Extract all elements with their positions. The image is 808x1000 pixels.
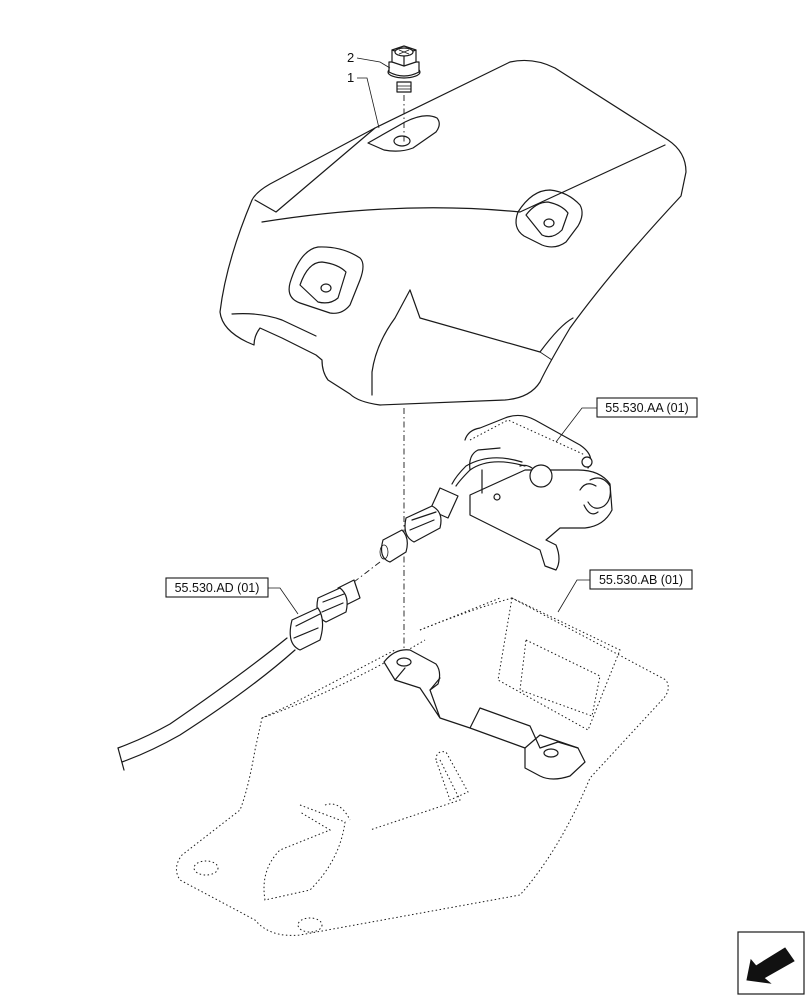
cover-part: [219, 59, 687, 406]
reference-aa[interactable]: 55.530.AA (01): [596, 397, 698, 418]
base-bracket: [176, 597, 669, 936]
reference-ab-leader: [557, 579, 590, 613]
callout-1: 1: [347, 70, 354, 85]
bolt-part: [387, 45, 421, 93]
callout-2-leader: [356, 57, 391, 69]
lamp-assembly: [379, 414, 613, 571]
reference-ad-leader: [268, 587, 299, 615]
reference-ad-label: 55.530.AD (01): [175, 581, 260, 595]
harness-cable: [117, 561, 381, 771]
callout-1-label: 1: [347, 70, 354, 85]
callout-2: 2: [347, 50, 354, 65]
reference-ab-label: 55.530.AB (01): [599, 573, 683, 587]
callout-2-label: 2: [347, 50, 354, 65]
reference-aa-leader: [555, 407, 597, 443]
reference-ad[interactable]: 55.530.AD (01): [165, 577, 269, 598]
reference-ab[interactable]: 55.530.AB (01): [589, 569, 693, 590]
reference-aa-label: 55.530.AA (01): [605, 401, 688, 415]
callout-1-leader: [357, 77, 380, 129]
next-page-arrow-icon[interactable]: [737, 931, 805, 995]
